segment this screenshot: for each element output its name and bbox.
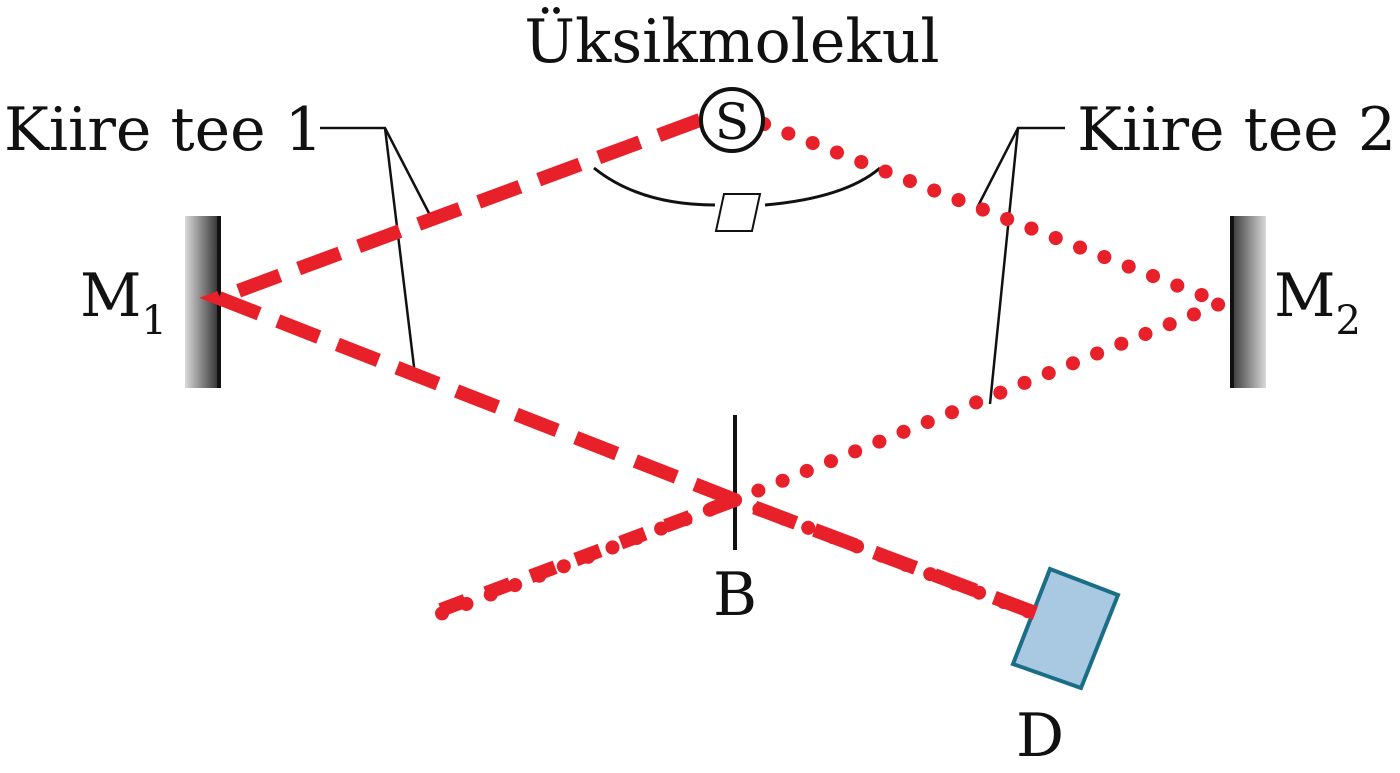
mirror1-label-sub: 1 <box>141 298 166 344</box>
angle-marker <box>714 193 762 232</box>
mirror-m2 <box>1230 216 1266 388</box>
path1-leader-lines <box>320 126 434 376</box>
path1-label: Kiire tee 1 <box>4 95 323 165</box>
mirror2-label: M2 <box>1274 261 1361 344</box>
mirror2-label-main: M <box>1274 261 1335 331</box>
beamsplitter-label: B <box>713 560 757 630</box>
mirror2-label-sub: 2 <box>1335 298 1360 344</box>
angle-arc <box>593 166 716 207</box>
source-circle <box>699 87 765 153</box>
source-symbol: S <box>715 93 749 151</box>
mirror1-label-main: M <box>80 261 141 331</box>
beam-path-2 <box>423 117 1241 625</box>
detector <box>1010 566 1121 691</box>
angle-arc-right <box>764 166 881 207</box>
path2-leader-lines <box>975 126 1065 405</box>
beam-path-1 <box>199 113 1041 621</box>
path2-label: Kiire tee 2 <box>1077 95 1396 165</box>
detector-label: D <box>1016 701 1064 771</box>
source-title: Üksikmolekul <box>524 7 939 77</box>
mirror1-label: M1 <box>80 261 167 344</box>
